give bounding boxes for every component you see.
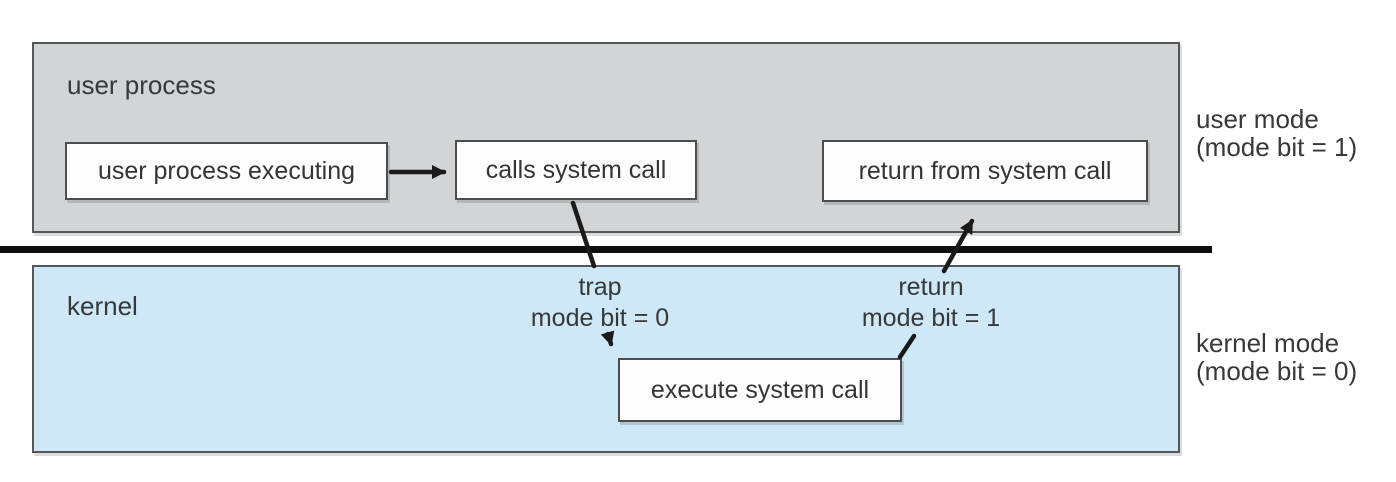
user-process-region: user process [32,42,1180,233]
return-label-line1: return [898,273,964,301]
execute-system-call-box: execute system call [618,358,902,422]
trap-label-line1: trap [578,273,622,301]
user-mode-caption-line2: (mode bit = 1) [1196,132,1358,162]
user-process-region-label: user process [67,70,216,100]
kernel-mode-caption: kernel mode (mode bit = 0) [1196,329,1357,385]
user-mode-caption-line1: user mode [1196,104,1319,134]
trap-label: trap mode bit = 0 [490,272,710,334]
return-from-system-call-box: return from system call [822,140,1148,202]
kernel-region-label: kernel [67,291,138,321]
return-label: return mode bit = 1 [821,272,1041,334]
kernel-mode-caption-line1: kernel mode [1196,328,1340,358]
user-process-executing-box: user process executing [65,142,388,200]
user-mode-caption: user mode (mode bit = 1) [1196,105,1357,161]
kernel-region: kernel [32,265,1180,453]
trap-label-line2: mode bit = 0 [530,304,670,332]
kernel-mode-caption-line2: (mode bit = 0) [1196,356,1358,386]
calls-system-call-box: calls system call [455,140,697,200]
return-label-line2: mode bit = 1 [861,304,1001,332]
mode-boundary-divider [0,246,1212,253]
